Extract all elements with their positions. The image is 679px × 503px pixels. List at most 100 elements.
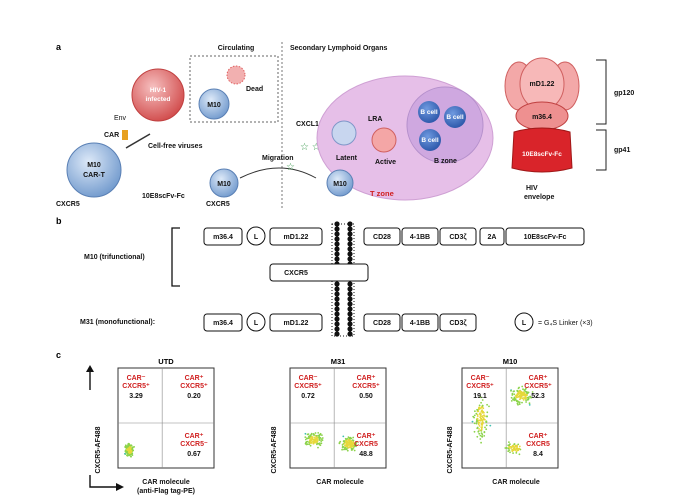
flow-event — [309, 435, 311, 437]
flow-event — [472, 415, 475, 418]
m10-tzone-text: M10 — [333, 181, 347, 188]
flow-event — [516, 402, 519, 405]
m31-box-cd3z — [439, 313, 477, 332]
flow-event — [347, 436, 350, 438]
membrane-bead — [347, 226, 353, 232]
flow-event — [476, 410, 479, 413]
gp41-label: gp41 — [614, 147, 630, 154]
linker-legend-symbol — [514, 312, 534, 332]
flow-plot-m10: M10CAR⁻CXCR5⁺19.1CAR⁺CXCR5⁺52.3CAR⁺CXCR5… — [461, 357, 559, 469]
q-lr-value: 8.4 — [533, 451, 543, 458]
m10-circulating-cell — [198, 88, 230, 120]
flow-event — [476, 435, 479, 438]
b-zone-area — [406, 86, 484, 164]
membrane-bead — [347, 286, 353, 292]
flow-event — [310, 433, 312, 436]
flow-event — [347, 438, 350, 441]
flow-event — [341, 444, 344, 446]
flow-event — [518, 386, 520, 389]
flow-event — [518, 403, 521, 406]
m31-construct-row: m36.4 L mD1.22 CD28 4-1BB CD3ζ — [203, 312, 477, 332]
flow-event — [130, 444, 133, 447]
m10-box-m364-text: m36.4 — [213, 234, 233, 241]
flow-event — [480, 426, 483, 429]
membrane-bead — [334, 281, 340, 287]
migration-arrow-icon — [239, 167, 317, 179]
flow-event — [320, 440, 323, 442]
q-lr-line-2: CXCR5 — [354, 441, 378, 448]
flow-event — [528, 404, 531, 406]
flow-event — [510, 396, 513, 399]
flow-event — [478, 428, 480, 430]
flow-event — [343, 448, 345, 451]
flow-event — [312, 434, 315, 436]
flow-event — [479, 419, 482, 422]
flow-event — [318, 436, 320, 439]
flow-event — [126, 451, 129, 453]
m10-linker — [246, 226, 266, 246]
m10-box-41bb-text: 4-1BB — [410, 234, 430, 241]
flow-event — [521, 385, 524, 388]
b-cell-2 — [444, 106, 466, 128]
flow-event — [508, 445, 511, 448]
flow-event — [317, 432, 320, 434]
membrane-bead — [334, 306, 340, 312]
flow-event — [480, 441, 482, 444]
x-axis-label-1b: (anti-Flag tag-PE) — [137, 488, 195, 495]
membrane-bead — [334, 241, 340, 247]
flow-event — [129, 446, 131, 448]
q-ul-line-1: CAR⁻ — [127, 375, 146, 382]
plot-frame — [289, 367, 387, 469]
flow-event — [522, 399, 525, 401]
m10-box-cd3z-text: CD3ζ — [449, 234, 467, 241]
flow-event — [485, 420, 488, 423]
flow-event — [346, 440, 349, 443]
membrane-bead — [347, 321, 353, 327]
flow-event — [479, 438, 482, 440]
flow-plots: UTDCAR⁻CXCR5⁺3.29CAR⁺CXCR5⁺0.20CAR⁺CXCR5… — [117, 357, 559, 469]
dead-label: Dead — [246, 86, 263, 93]
panel-c-label: c — [56, 350, 61, 360]
flow-event — [124, 452, 126, 455]
flow-event — [344, 444, 346, 447]
flow-event — [341, 448, 343, 451]
cxcr5-label-left: CXCR5 — [56, 201, 80, 208]
flow-event — [355, 445, 357, 448]
envelope-label: envelope — [524, 194, 554, 201]
m10-box-41bb — [401, 227, 439, 246]
flow-event — [531, 391, 534, 393]
flow-event — [478, 425, 481, 427]
membrane-bead — [347, 236, 353, 242]
membrane-bead — [347, 231, 353, 237]
flow-event — [320, 442, 323, 445]
flow-event — [352, 441, 355, 444]
membrane-bead — [334, 286, 340, 292]
hiv-infected-text-2: infected — [146, 96, 171, 103]
flow-event — [518, 445, 521, 448]
flow-event — [349, 441, 352, 444]
m10-trifunctional-label: M10 (trifunctional) — [84, 254, 145, 261]
flow-event — [513, 448, 516, 451]
fc-label: 10E8scFv-Fc — [142, 193, 185, 200]
q-ur-line-2: CXCR5⁺ — [352, 383, 380, 390]
b-zone-label: B zone — [434, 158, 457, 165]
flow-event — [126, 448, 129, 450]
membrane-bead — [347, 291, 353, 297]
flow-event — [481, 435, 484, 437]
flow-event — [339, 440, 342, 443]
flow-event — [473, 430, 476, 433]
x-axis-label-1a: CAR molecule — [142, 479, 190, 486]
linker-legend-text: = G₄S Linker (×3) — [538, 320, 593, 327]
flow-event — [306, 433, 309, 436]
q-ul-value: 3.29 — [129, 393, 143, 400]
flow-event — [480, 428, 483, 431]
flow-event — [509, 451, 511, 454]
flow-event — [128, 454, 131, 457]
flow-event — [513, 398, 515, 401]
m10-box-cd3z — [439, 227, 477, 246]
panel-b-label: b — [56, 216, 62, 226]
flow-event — [526, 394, 528, 396]
x-axis-label-2: CAR molecule — [316, 479, 364, 486]
flow-event — [318, 439, 321, 441]
membrane-bead — [347, 326, 353, 332]
